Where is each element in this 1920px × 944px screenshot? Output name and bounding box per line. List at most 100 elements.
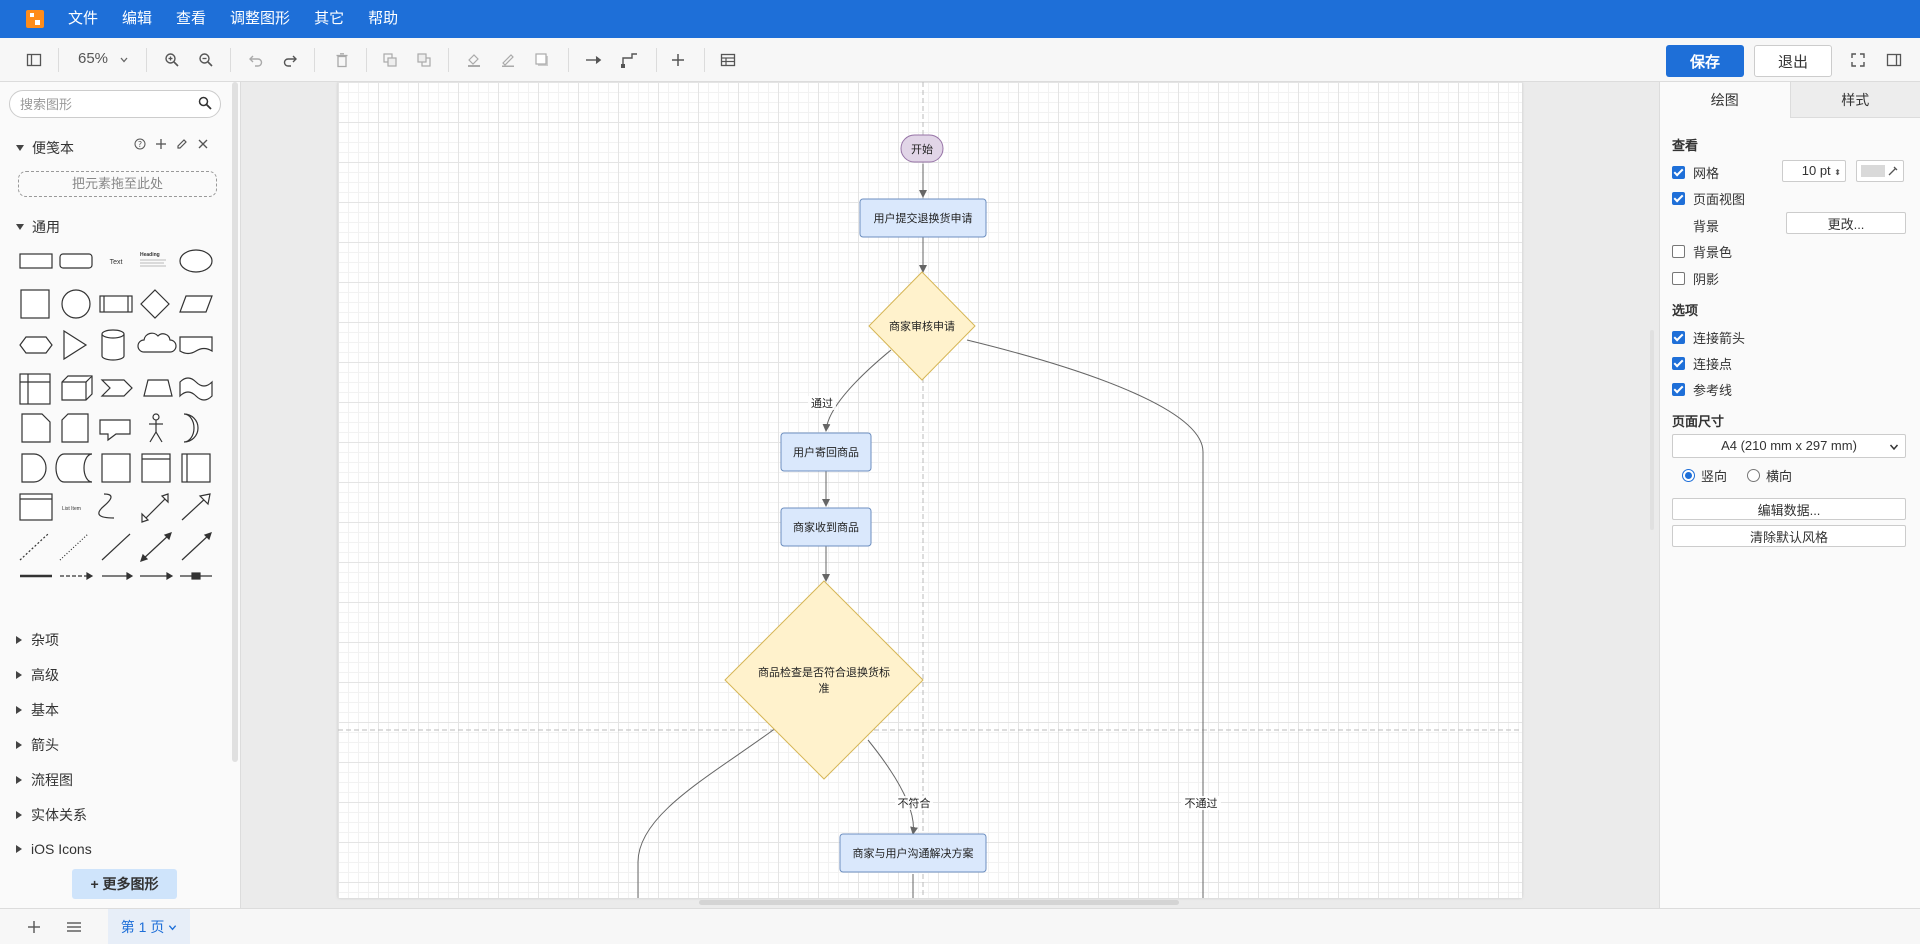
spinner-icon[interactable]: ⬍ <box>1834 168 1841 177</box>
category-entity-relation[interactable]: 实体关系 <box>16 805 87 825</box>
guides-row[interactable]: 参考线 <box>1672 380 1732 399</box>
exit-button[interactable]: 退出 <box>1754 45 1832 77</box>
portrait-radio[interactable] <box>1682 469 1695 482</box>
connection-points-row[interactable]: 连接点 <box>1672 354 1732 373</box>
menu-file[interactable]: 文件 <box>68 10 99 27</box>
add-page-plus-icon[interactable] <box>22 915 46 939</box>
grid-checkbox-row[interactable]: 网格 <box>1672 163 1719 182</box>
zoom-dropdown-chevron-icon[interactable] <box>112 48 136 72</box>
category-basic[interactable]: 基本 <box>16 700 59 720</box>
search-icon[interactable] <box>198 96 212 110</box>
general-section-header[interactable]: 通用 <box>16 217 60 237</box>
node-receive[interactable] <box>780 507 872 547</box>
save-button[interactable]: 保存 <box>1666 45 1744 77</box>
sidebar-scrollbar[interactable] <box>232 82 238 762</box>
canvas-vertical-scrollbar[interactable] <box>1650 330 1654 530</box>
page-view-checkbox-row[interactable]: 页面视图 <box>1672 189 1745 208</box>
edit-pencil-icon[interactable] <box>176 138 188 150</box>
page-tab-1[interactable]: 第 1 页 <box>108 909 190 944</box>
connection-arrows-row[interactable]: 连接箭头 <box>1672 328 1745 347</box>
connection-points-checkbox[interactable] <box>1672 357 1685 370</box>
zoom-in-icon[interactable] <box>160 48 184 72</box>
page-size-section-title: 页面尺寸 <box>1672 414 1725 429</box>
background-label: 背景 <box>1693 219 1720 234</box>
shadow-checkbox[interactable] <box>1672 272 1685 285</box>
redo-icon[interactable] <box>278 48 302 72</box>
sidebar-toggle-icon[interactable] <box>22 48 46 72</box>
clear-default-style-button[interactable]: 清除默认风格 <box>1672 525 1906 547</box>
zoom-level[interactable]: 65% <box>78 50 109 67</box>
node-negotiate[interactable] <box>839 833 987 873</box>
line-color-icon[interactable] <box>496 48 520 72</box>
category-flowchart[interactable]: 流程图 <box>16 770 73 790</box>
menu-extras[interactable]: 其它 <box>314 10 345 27</box>
category-misc[interactable]: 杂项 <box>16 630 59 650</box>
shape-dashed-line <box>19 533 49 561</box>
edge-inspect-match <box>637 721 785 898</box>
general-shapes-palette[interactable]: Text Heading List Item <box>16 242 220 602</box>
diagram-canvas[interactable]: 开始 用户提交退换货申请 商家审核申请 用户寄回商品 商家收到商品 商品检查是否… <box>241 82 1659 908</box>
shadow-checkbox-row[interactable]: 阴影 <box>1672 269 1719 288</box>
chevron-down-icon[interactable] <box>168 923 177 932</box>
connection-arrows-checkbox[interactable] <box>1672 331 1685 344</box>
undo-icon[interactable] <box>244 48 268 72</box>
close-icon[interactable] <box>197 138 209 150</box>
delete-icon[interactable] <box>330 48 354 72</box>
insert-plus-icon[interactable] <box>666 48 690 72</box>
node-sendback[interactable] <box>780 432 872 472</box>
edge-label-pass: 通过 <box>811 397 833 410</box>
eyedropper-icon[interactable] <box>1887 165 1899 177</box>
connection-arrow-icon[interactable] <box>582 48 606 72</box>
category-ios-icons[interactable]: iOS Icons <box>16 841 92 857</box>
category-arrows[interactable]: 箭头 <box>16 735 59 755</box>
shape-search-input[interactable] <box>20 91 190 117</box>
flowchart[interactable]: 开始 用户提交退换货申请 商家审核申请 用户寄回商品 商家收到商品 商品检查是否… <box>338 82 1522 898</box>
bg-color-checkbox-row[interactable]: 背景色 <box>1672 242 1732 261</box>
change-background-button[interactable]: 更改... <box>1786 212 1906 234</box>
diagram-page[interactable]: 开始 用户提交退换货申请 商家审核申请 用户寄回商品 商家收到商品 商品检查是否… <box>338 82 1522 898</box>
to-back-icon[interactable] <box>412 48 436 72</box>
shape-data-storage <box>55 453 93 483</box>
page-view-checkbox[interactable] <box>1672 192 1685 205</box>
shape-search-box[interactable] <box>9 90 221 118</box>
waypoint-icon[interactable] <box>618 48 642 72</box>
grid-checkbox[interactable] <box>1672 166 1685 179</box>
edit-data-button[interactable]: 编辑数据... <box>1672 498 1906 520</box>
shape-delay <box>21 453 47 483</box>
shadow-icon[interactable] <box>530 48 554 72</box>
table-icon[interactable] <box>716 48 740 72</box>
grid-color-picker[interactable] <box>1856 160 1904 182</box>
menu-view[interactable]: 查看 <box>176 10 207 27</box>
landscape-radio[interactable] <box>1747 469 1761 482</box>
guides-checkbox[interactable] <box>1672 383 1685 396</box>
scratchpad-header[interactable]: 便笺本 <box>16 138 74 158</box>
fullscreen-icon[interactable] <box>1846 48 1870 72</box>
bg-color-checkbox[interactable] <box>1672 245 1685 258</box>
svg-text:用户提交退换货申请: 用户提交退换货申请 <box>874 211 973 225</box>
format-panel-toggle-icon[interactable] <box>1882 48 1906 72</box>
menu-arrange[interactable]: 调整图形 <box>230 10 291 27</box>
category-advanced[interactable]: 高级 <box>16 665 59 685</box>
collapse-triangle-icon <box>16 636 22 644</box>
more-shapes-button[interactable]: + 更多图形 <box>72 869 177 899</box>
fill-color-icon[interactable] <box>462 48 486 72</box>
scratchpad-drop-zone[interactable]: 把元素拖至此处 <box>18 171 217 197</box>
canvas-horizontal-scrollbar[interactable] <box>699 900 1179 905</box>
shape-dotted-line <box>59 533 89 561</box>
page-size-select[interactable]: A4 (210 mm x 297 mm) <box>1672 434 1906 458</box>
to-front-icon[interactable] <box>378 48 402 72</box>
zoom-out-icon[interactable] <box>194 48 218 72</box>
node-inspect[interactable] <box>724 580 924 780</box>
help-icon[interactable]: ? <box>134 138 146 150</box>
tab-style[interactable]: 样式 <box>1790 82 1920 118</box>
tab-diagram[interactable]: 绘图 <box>1660 82 1791 118</box>
expand-triangle-icon <box>16 145 24 151</box>
grid-size-input[interactable]: 10 pt ⬍ <box>1782 160 1846 182</box>
node-submit[interactable] <box>859 198 987 238</box>
node-start[interactable] <box>900 134 944 163</box>
node-review[interactable] <box>868 271 976 381</box>
menu-help[interactable]: 帮助 <box>368 10 399 27</box>
pages-menu-icon[interactable] <box>62 915 86 939</box>
add-icon[interactable] <box>155 138 167 150</box>
menu-edit[interactable]: 编辑 <box>122 10 153 27</box>
